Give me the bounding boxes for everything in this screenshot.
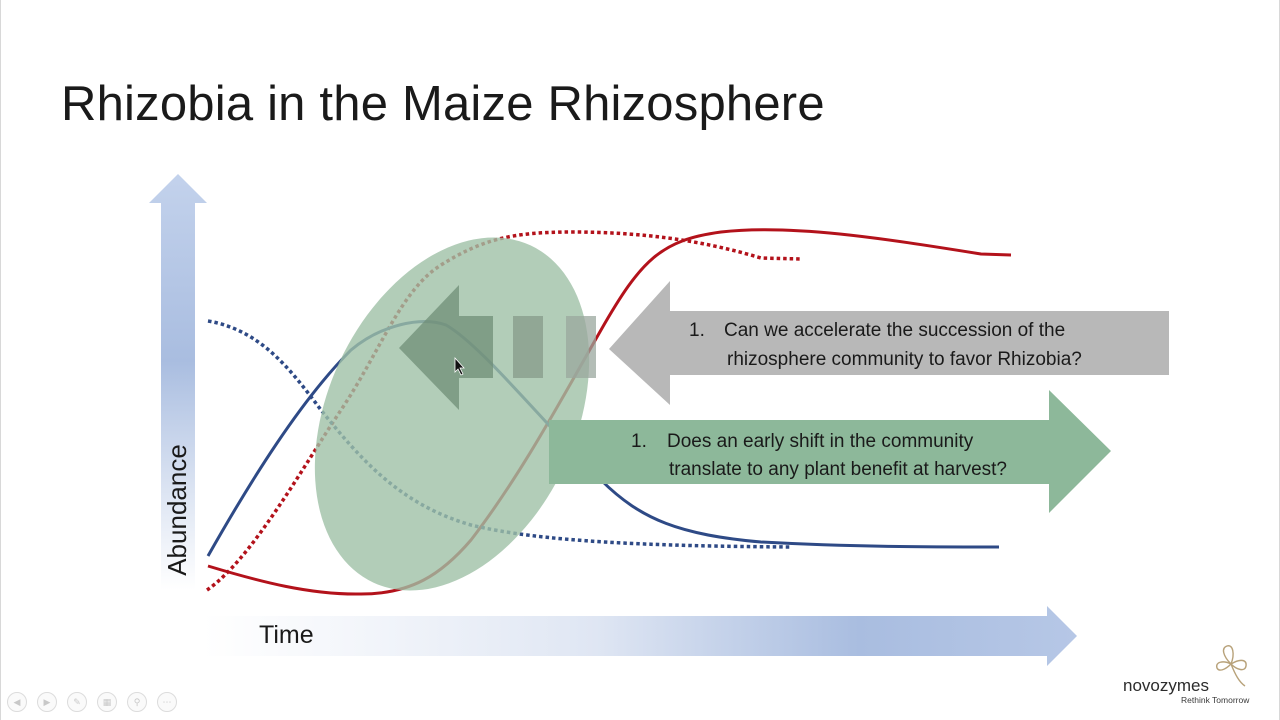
accelerate-arrow xyxy=(399,281,1169,410)
question-1-line2: rhizosphere community to favor Rhizobia? xyxy=(727,349,1082,370)
question-1-line1: Can we accelerate the succession of the xyxy=(724,320,1065,341)
next-icon[interactable]: ▶ xyxy=(37,692,57,712)
y-axis-arrow xyxy=(149,174,207,590)
x-axis-label: Time xyxy=(259,621,314,649)
x-axis-arrow xyxy=(203,606,1077,666)
zoom-icon[interactable]: ⚲ xyxy=(127,692,147,712)
slide-title: Rhizobia in the Maize Rhizosphere xyxy=(61,77,825,131)
question-1-number: 1. xyxy=(689,320,705,341)
presenter-controls: ◀ ▶ ✎ ▦ ⚲ ⋯ xyxy=(7,692,177,714)
mouse-cursor-icon xyxy=(454,356,465,376)
slides-icon[interactable]: ▦ xyxy=(97,692,117,712)
question-2-number: 1. xyxy=(631,431,647,452)
novozymes-logo: novozymes Rethink Tomorrow xyxy=(1119,640,1259,710)
logo-mark-icon xyxy=(1216,645,1247,687)
prev-icon[interactable]: ◀ xyxy=(7,692,27,712)
more-icon[interactable]: ⋯ xyxy=(157,692,177,712)
question-2-line2: translate to any plant benefit at harves… xyxy=(669,459,1007,480)
early-window-ellipse xyxy=(314,237,590,591)
pen-icon[interactable]: ✎ xyxy=(67,692,87,712)
plant-benefit-arrow xyxy=(549,390,1111,513)
logo-tagline: Rethink Tomorrow xyxy=(1181,695,1250,705)
question-2-line1: Does an early shift in the community xyxy=(667,431,974,452)
logo-wordmark: novozymes xyxy=(1123,676,1209,695)
y-axis-label: Abundance xyxy=(162,444,192,576)
